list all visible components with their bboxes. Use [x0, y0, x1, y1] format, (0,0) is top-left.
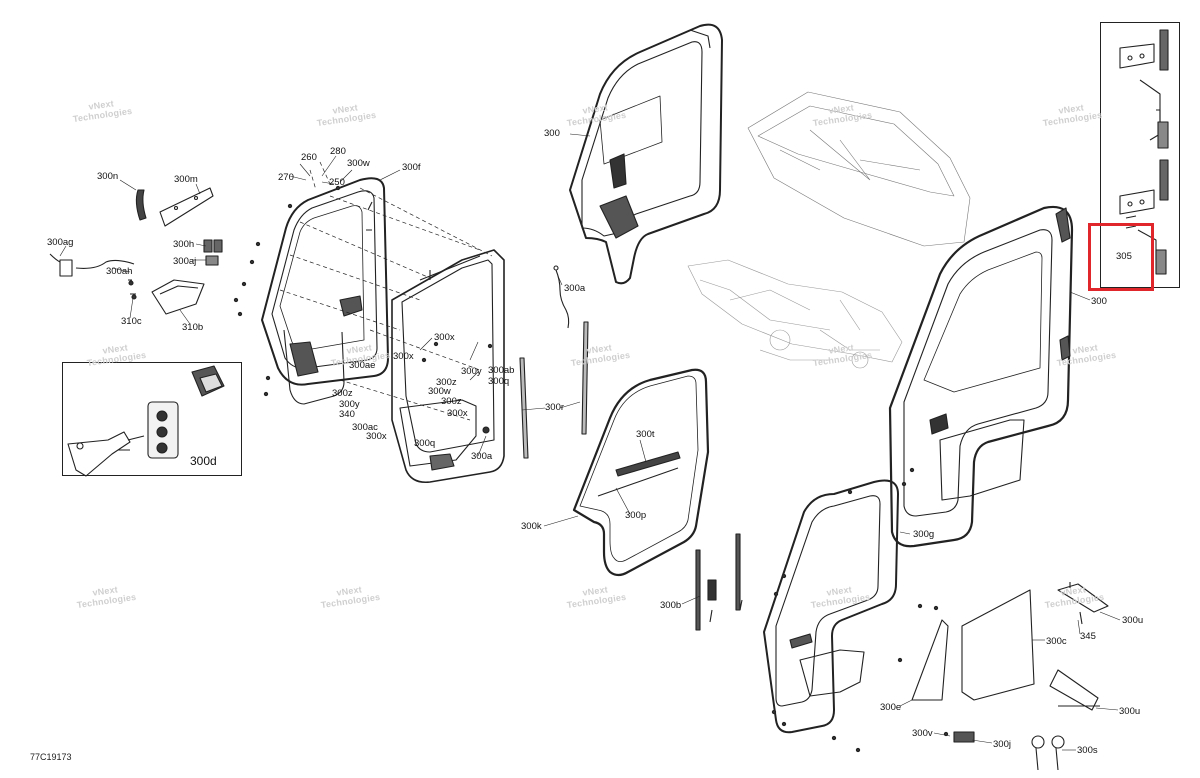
part-300m-plate	[159, 187, 214, 227]
part-300ag-connector	[49, 253, 135, 277]
callout-300u: 300u	[1119, 706, 1141, 717]
callout-300v: 300v	[912, 728, 933, 739]
callout-300h: 300h	[173, 239, 195, 250]
part-300n-grab-handle	[135, 189, 147, 221]
callout-300s: 300s	[1077, 745, 1098, 756]
inset-300d-latch-assembly	[67, 365, 225, 477]
callout-270: 270	[278, 172, 294, 183]
callout-300j: 300j	[993, 739, 1011, 750]
callout-300x: 300x	[434, 332, 455, 343]
callout-260: 260	[301, 152, 317, 163]
part-300c-glass-panel	[961, 589, 1035, 701]
part-300f-door-frame-left	[261, 177, 389, 405]
small-fasteners-left	[233, 185, 493, 434]
callout-250: 250	[329, 177, 345, 188]
callout-300t: 300t	[636, 429, 655, 440]
small-fasteners-right	[771, 467, 949, 753]
callout-300q: 300q	[414, 438, 436, 449]
callout-300m: 300m	[174, 174, 198, 185]
callout-300d: 300d	[190, 454, 217, 468]
callout-300p: 300p	[625, 510, 647, 521]
callout-300e: 300e	[880, 702, 902, 713]
part-300a-cable	[553, 265, 570, 329]
part-300j-switch	[953, 731, 975, 743]
callout-280: 280	[330, 146, 346, 157]
part-300g-door-lower	[763, 479, 899, 734]
callout-300c: 300c	[1046, 636, 1067, 647]
callout-300b: 300b	[660, 600, 682, 611]
callout-300: 300	[544, 128, 560, 139]
leader-lines	[59, 133, 1121, 751]
inset-305-hinge-parts	[1119, 29, 1169, 275]
callout-300ah: 300ah	[106, 266, 133, 277]
callout-300y: 300y	[461, 366, 482, 377]
callout-300g: 300g	[913, 529, 935, 540]
inset-box-300d	[62, 362, 242, 476]
callout-300a: 300a	[471, 451, 493, 462]
part-300r-seal	[519, 321, 589, 459]
callout-300: 300	[1091, 296, 1107, 307]
callout-300ac: 300ac	[352, 422, 378, 433]
callout-300ae: 300ae	[349, 360, 376, 371]
callout-300r: 300r	[545, 402, 565, 413]
part-300h-clip	[203, 239, 223, 266]
part-300k-window-glass	[572, 368, 710, 577]
callout-340: 340	[339, 409, 355, 420]
callout-300k: 300k	[521, 521, 542, 532]
inset-box-305	[1100, 22, 1180, 288]
part-300-door-upper	[569, 23, 723, 285]
callout-310c: 310c	[121, 316, 142, 327]
part-310c-screws	[128, 280, 137, 300]
callout-300q: 300q	[488, 376, 510, 387]
part-300s-keys	[1031, 735, 1065, 771]
callout-300z: 300z	[441, 396, 462, 407]
callout-300aj: 300aj	[173, 256, 197, 267]
callout-300ab: 300ab	[488, 365, 515, 376]
vehicle-chassis	[687, 259, 903, 369]
callout-300x: 300x	[393, 351, 414, 362]
assembly-lines	[279, 161, 493, 421]
roof-panel	[747, 91, 971, 247]
callout-300z: 300z	[332, 388, 353, 399]
part-300b-hinge-set	[695, 533, 743, 631]
callout-300n: 300n	[97, 171, 119, 182]
part-300-door-right	[888, 205, 1074, 548]
part-300f-rear-frame	[391, 249, 505, 484]
callout-300z: 300z	[436, 377, 457, 388]
callout-300a: 300a	[564, 283, 586, 294]
part-300t-channel	[597, 451, 681, 497]
callout-300u: 300u	[1122, 615, 1144, 626]
callout-345: 345	[1080, 631, 1096, 642]
callout-300ag: 300ag	[47, 237, 74, 248]
part-300e-glass-panel	[911, 619, 949, 701]
callout-300w: 300w	[347, 158, 370, 169]
highlight-box-305	[1088, 223, 1154, 291]
callout-305: 305	[1116, 251, 1132, 262]
callout-300f: 300f	[402, 162, 421, 173]
figure-code: 77C19173	[30, 752, 72, 762]
callout-300y: 300y	[339, 399, 360, 410]
callout-300w: 300w	[428, 386, 451, 397]
part-300u-bracket-upper	[1057, 582, 1109, 625]
part-310b-latch-housing	[128, 279, 205, 315]
part-300u-bracket-lower	[1049, 669, 1100, 711]
callout-300x: 300x	[447, 408, 468, 419]
callout-310b: 310b	[182, 322, 204, 333]
callout-300x: 300x	[366, 431, 387, 442]
